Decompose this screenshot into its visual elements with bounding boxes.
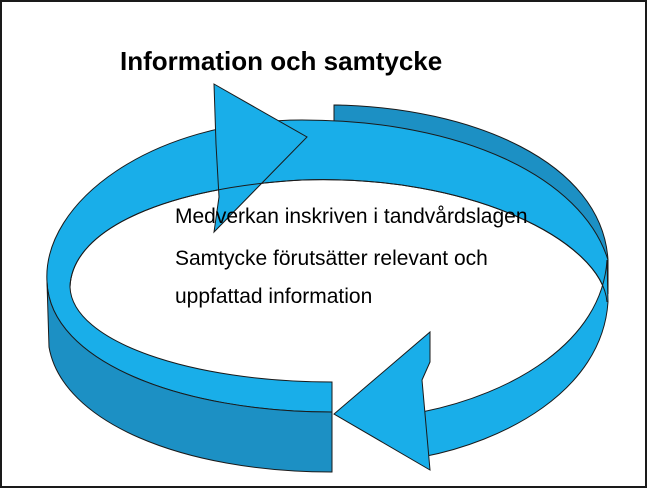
arrow-head-top [213,83,308,234]
bullet-medverkan: Medverkan inskriven i tandvårdslagen [175,205,528,228]
bullet-list: Medverkan inskriven i tandvårdslagen Sam… [175,198,575,316]
ring-inner-edge [69,179,608,303]
arrow-head-bottom [333,330,431,471]
bullet-samtycke: Samtycke förutsätter relevant och uppfat… [175,247,488,308]
slide-title: Information och samtycke [120,46,443,76]
ring-segment-left-side [46,281,333,473]
